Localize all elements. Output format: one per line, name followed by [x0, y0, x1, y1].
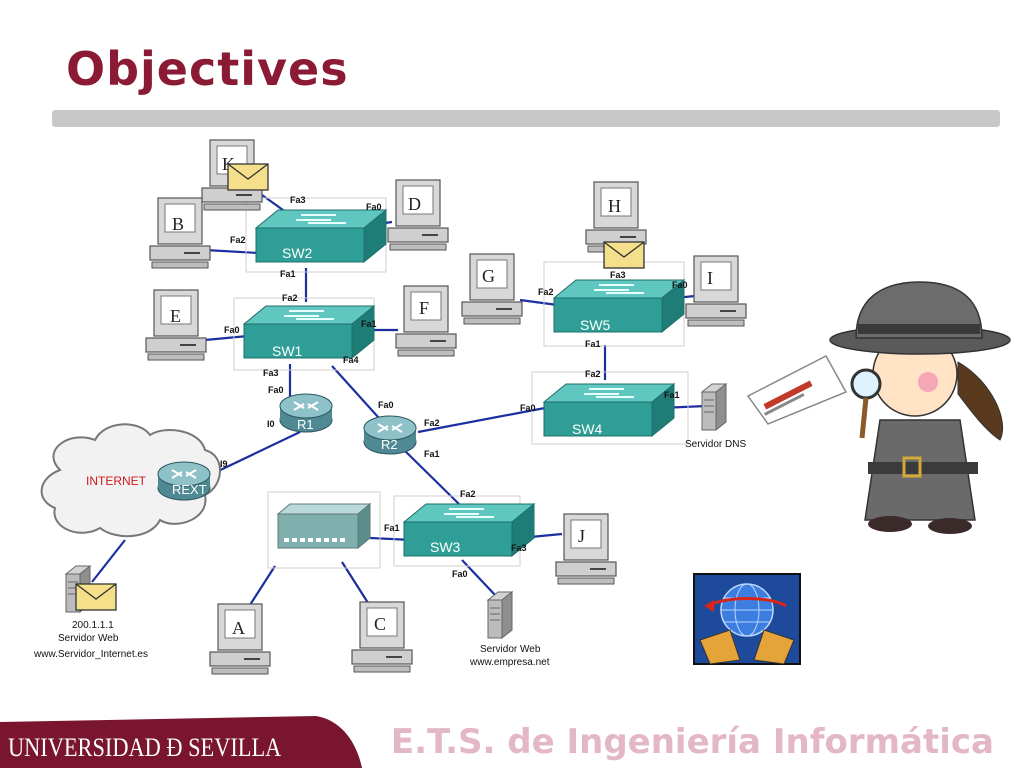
port-label: Fa1 [361, 319, 377, 329]
port-label: Fa1 [585, 339, 601, 349]
port-label: Fa2 [538, 287, 554, 297]
port-label: Fa2 [460, 489, 476, 499]
switch-sw1: SW1 [243, 305, 375, 359]
router-rext: REXT [157, 461, 211, 501]
internet-server-name: Servidor Web [58, 633, 119, 644]
pc-label: G [482, 266, 495, 286]
router-label: R2 [381, 437, 398, 452]
server-dns [701, 383, 727, 431]
switch-label: SW5 [580, 317, 611, 333]
pc-h: H [585, 181, 647, 253]
switch-sw3: SW3 [403, 503, 535, 557]
port-label: I0 [267, 419, 275, 429]
footer-school-name: E.T.S. de Ingeniería Informática [390, 722, 994, 762]
port-label: Fa4 [343, 355, 359, 365]
port-label: Fa2 [282, 293, 298, 303]
pc-label: A [232, 618, 245, 638]
switch-sw5: SW5 [553, 279, 685, 333]
pc-b: B [149, 197, 211, 269]
email-envelope-icon [227, 163, 269, 191]
router-label: R1 [297, 417, 314, 432]
dns-server-label: Servidor DNS [685, 439, 746, 450]
pc-d: D [387, 179, 449, 251]
switch-label: SW4 [572, 421, 603, 437]
port-label: Fa1 [424, 449, 440, 459]
pc-label: H [608, 196, 621, 216]
port-label: Fa0 [366, 202, 382, 212]
pc-a: A [209, 603, 271, 675]
pc-i: I [685, 255, 747, 327]
router-label: REXT [172, 482, 207, 497]
switch-label: SW1 [272, 343, 303, 359]
port-label: Fa3 [290, 195, 306, 205]
port-label: Fa3 [511, 543, 527, 553]
port-label: Fa0 [452, 569, 468, 579]
pc-label: J [578, 526, 585, 546]
port-labels: Fa3 Fa0 Fa2 Fa1 Fa2 Fa0 Fa1 Fa3 Fa4 Fa0 … [220, 195, 688, 579]
footer-university-band [0, 716, 362, 768]
email-envelope-icon [603, 241, 645, 269]
pc-c: C [351, 601, 413, 673]
hub-device [276, 502, 372, 550]
switch-label: SW2 [282, 245, 313, 261]
router-r2: R2 [363, 415, 417, 455]
switch-sw4: SW4 [543, 383, 675, 437]
port-label: Fa2 [585, 369, 601, 379]
switch-sw2: SW2 [255, 209, 387, 263]
pc-label: B [172, 214, 184, 234]
port-label: Fa0 [520, 403, 536, 413]
pc-label: F [419, 298, 429, 318]
port-label: I9 [220, 459, 228, 469]
empresa-server-name: Servidor Web [480, 644, 541, 655]
empresa-server-url: www.empresa.net [469, 657, 550, 668]
port-label: Fa1 [384, 523, 400, 533]
internet-label: INTERNET [86, 474, 147, 488]
detective-illustration [746, 281, 1011, 534]
pc-label: E [170, 306, 181, 326]
pc-f: F [395, 285, 457, 357]
port-label: Fa1 [664, 390, 680, 400]
port-label: Fa0 [672, 280, 688, 290]
port-label: Fa0 [378, 400, 394, 410]
email-envelope-icon [75, 583, 117, 611]
switch-label: SW3 [430, 539, 461, 555]
port-label: Fa3 [610, 270, 626, 280]
pc-e: E [145, 289, 207, 361]
interception-icon [693, 573, 801, 665]
internet-server-url: www.Servidor_Internet.es [33, 649, 148, 660]
title-underline-bar [52, 110, 1000, 127]
pc-label: D [408, 194, 421, 214]
pc-label: C [374, 614, 386, 634]
port-label: Fa2 [424, 418, 440, 428]
pc-g: G [461, 253, 523, 325]
router-r1: R1 [279, 393, 333, 433]
server-empresa [487, 591, 513, 639]
footer-university-name: UNIVERSIDAD Ð SEVILLA [8, 733, 282, 762]
port-label: Fa3 [263, 368, 279, 378]
port-label: Fa2 [230, 235, 246, 245]
port-label: Fa0 [224, 325, 240, 335]
port-label: Fa0 [268, 385, 284, 395]
internet-server-ip: 200.1.1.1 [72, 620, 114, 631]
pc-j: J [555, 513, 617, 585]
pc-label: I [707, 268, 713, 288]
slide-title: Objectives [66, 42, 349, 96]
port-label: Fa1 [280, 269, 296, 279]
